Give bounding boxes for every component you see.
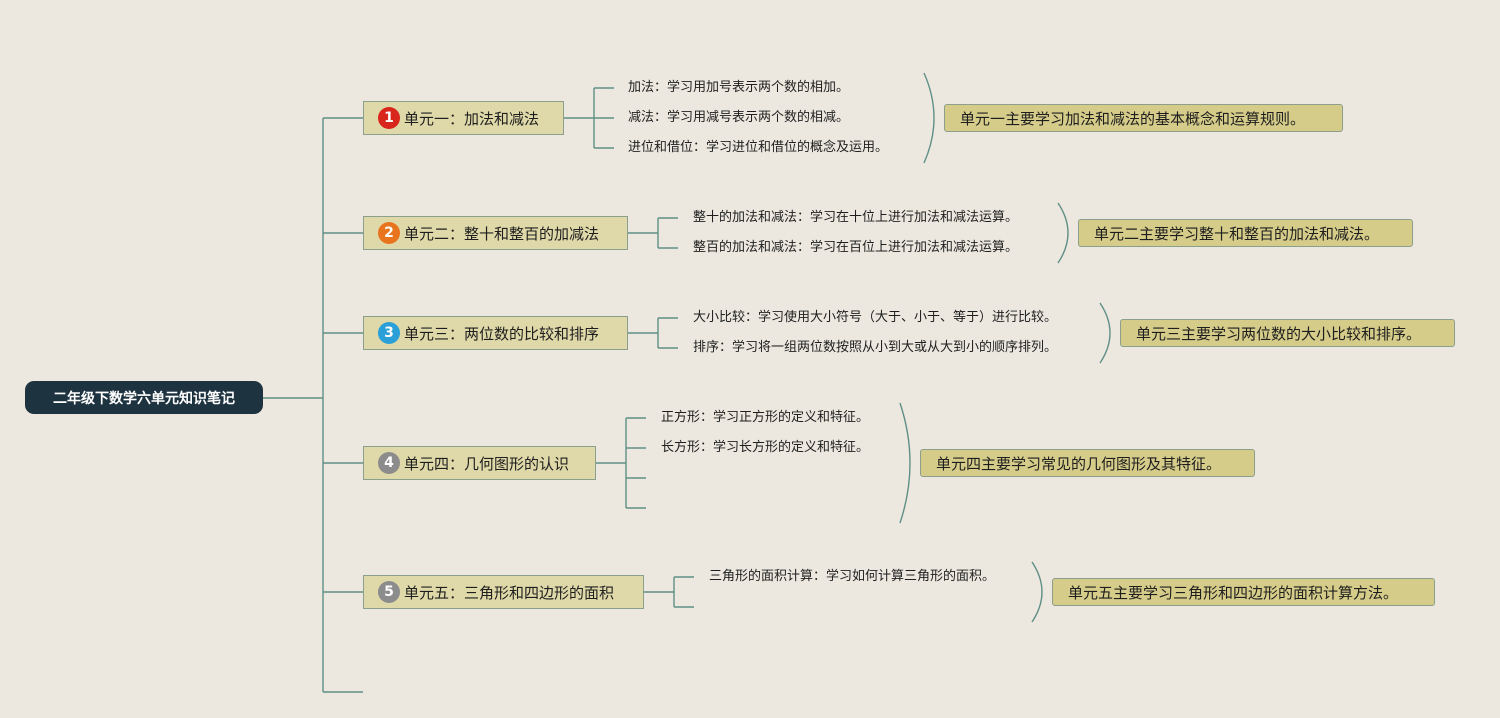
unit-5-topic[interactable]: 5 单元五：三角形和四边形的面积 bbox=[363, 575, 644, 609]
unit-5-number-badge: 5 bbox=[378, 581, 400, 603]
unit-4-title: 单元四：几何图形的认识 bbox=[404, 454, 570, 473]
root-topic[interactable]: 二年级下数学六单元知识笔记 bbox=[25, 381, 263, 414]
unit-3-summary[interactable]: 单元三主要学习两位数的大小比较和排序。 bbox=[1120, 319, 1455, 347]
unit-4-detail-2[interactable]: 长方形：学习长方形的定义和特征。 bbox=[661, 440, 870, 455]
unit-2-summary[interactable]: 单元二主要学习整十和整百的加法和减法。 bbox=[1078, 219, 1413, 247]
unit-3-summary-text: 单元三主要学习两位数的大小比较和排序。 bbox=[1136, 324, 1422, 343]
unit-2-topic[interactable]: 2 单元二：整十和整百的加减法 bbox=[363, 216, 628, 250]
unit-1-detail-3[interactable]: 进位和借位：学习进位和借位的概念及运用。 bbox=[628, 140, 889, 155]
unit-1-topic[interactable]: 1 单元一：加法和减法 bbox=[363, 101, 564, 135]
unit-4-detail-1[interactable]: 正方形：学习正方形的定义和特征。 bbox=[661, 410, 870, 425]
unit-5-summary[interactable]: 单元五主要学习三角形和四边形的面积计算方法。 bbox=[1052, 578, 1435, 606]
unit-5-title: 单元五：三角形和四边形的面积 bbox=[404, 583, 615, 602]
unit-3-title: 单元三：两位数的比较和排序 bbox=[404, 324, 600, 343]
root-title: 二年级下数学六单元知识笔记 bbox=[53, 390, 235, 407]
unit-5-detail-1[interactable]: 三角形的面积计算：学习如何计算三角形的面积。 bbox=[709, 569, 996, 584]
unit-2-title: 单元二：整十和整百的加减法 bbox=[404, 224, 600, 243]
unit-2-summary-text: 单元二主要学习整十和整百的加法和减法。 bbox=[1094, 224, 1380, 243]
unit-1-summary[interactable]: 单元一主要学习加法和减法的基本概念和运算规则。 bbox=[944, 104, 1343, 132]
unit-1-detail-2[interactable]: 减法：学习用减号表示两个数的相减。 bbox=[628, 110, 850, 125]
unit-2-detail-1[interactable]: 整十的加法和减法：学习在十位上进行加法和减法运算。 bbox=[693, 210, 1019, 225]
unit-3-detail-1[interactable]: 大小比较：学习使用大小符号（大于、小于、等于）进行比较。 bbox=[693, 310, 1058, 325]
unit-3-detail-2[interactable]: 排序：学习将一组两位数按照从小到大或从大到小的顺序排列。 bbox=[693, 340, 1058, 355]
unit-2-detail-2[interactable]: 整百的加法和减法：学习在百位上进行加法和减法运算。 bbox=[693, 240, 1019, 255]
unit-1-title: 单元一：加法和减法 bbox=[404, 109, 540, 128]
unit-2-number-badge: 2 bbox=[378, 222, 400, 244]
unit-4-topic[interactable]: 4 单元四：几何图形的认识 bbox=[363, 446, 596, 480]
unit-1-number-badge: 1 bbox=[378, 107, 400, 129]
unit-5-summary-text: 单元五主要学习三角形和四边形的面积计算方法。 bbox=[1068, 583, 1399, 602]
unit-4-summary[interactable]: 单元四主要学习常见的几何图形及其特征。 bbox=[920, 449, 1255, 477]
unit-4-summary-text: 单元四主要学习常见的几何图形及其特征。 bbox=[936, 454, 1222, 473]
unit-3-topic[interactable]: 3 单元三：两位数的比较和排序 bbox=[363, 316, 628, 350]
unit-1-detail-1[interactable]: 加法：学习用加号表示两个数的相加。 bbox=[628, 80, 850, 95]
unit-1-summary-text: 单元一主要学习加法和减法的基本概念和运算规则。 bbox=[960, 109, 1306, 128]
unit-4-number-badge: 4 bbox=[378, 452, 400, 474]
unit-3-number-badge: 3 bbox=[378, 322, 400, 344]
